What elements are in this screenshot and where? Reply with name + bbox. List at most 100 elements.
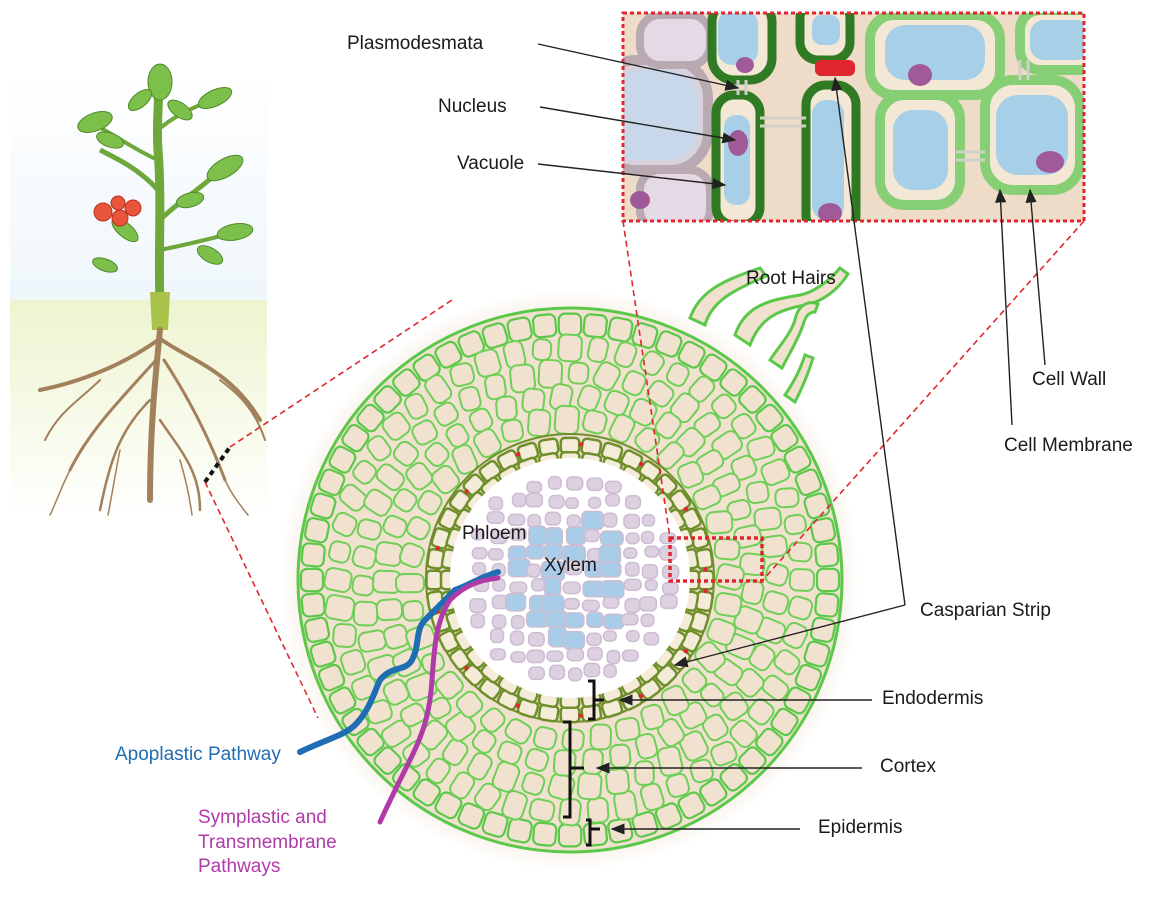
phloem-cell [603, 597, 618, 608]
cortex-cell [775, 488, 799, 508]
phloem-cell [645, 546, 659, 557]
vacuole-label: Vacuole [457, 154, 524, 173]
epidermis-label: Epidermis [818, 818, 902, 837]
xylem-cell [587, 612, 603, 627]
phloem-cell [511, 631, 524, 645]
phloem-cell [549, 477, 562, 490]
casparian-mark [465, 489, 469, 493]
phloem-cell [661, 595, 677, 609]
cortex-cell [354, 601, 378, 625]
phloem-cell [644, 633, 659, 645]
cortex-cell [527, 409, 550, 437]
phloem-cell [603, 631, 616, 641]
root-hairs-label: Root Hairs [746, 269, 836, 288]
phloem-cell [643, 565, 658, 579]
phloem-cell [493, 615, 506, 628]
cortex-cell [528, 798, 555, 823]
cortex-cell [324, 594, 355, 622]
casparian-mark [684, 649, 688, 653]
casparian-strip-detail [815, 60, 855, 76]
xylem-cell [604, 614, 624, 628]
xylem-cell [601, 531, 624, 545]
phloem-cell [569, 668, 582, 681]
xylem-cell [527, 545, 544, 559]
cortex-cell [577, 772, 602, 800]
cortex-label: Cortex [880, 757, 936, 776]
phloem-cell [547, 651, 563, 661]
plant-stem [157, 80, 160, 305]
phloem-cell [583, 600, 600, 611]
cortex-cell [402, 600, 424, 621]
cortex-cell [562, 729, 585, 752]
phloem-cell [607, 651, 619, 664]
cortex-cell [788, 542, 812, 562]
casparian-mark [703, 589, 707, 593]
phloem-cell [567, 515, 580, 527]
cortex-cell [714, 538, 740, 560]
root-crown [150, 292, 170, 330]
cortex-cell [635, 761, 654, 785]
cortex-cell [746, 481, 770, 504]
phloem-cell [589, 497, 601, 508]
endodermis-cell [561, 438, 579, 453]
phloem-cell [487, 512, 504, 523]
phloem-cell [642, 515, 654, 526]
cortex-cell [554, 405, 579, 434]
endodermis-label: Endodermis [882, 689, 983, 708]
phloem-cell [470, 599, 486, 613]
phloem-cell [489, 549, 504, 560]
phloem-cell [660, 546, 677, 560]
plant-illustration [10, 64, 267, 520]
phloem-cell [473, 563, 486, 575]
cortex-cell [590, 724, 611, 749]
phloem-cell [566, 498, 579, 509]
phloem-cell [510, 582, 527, 593]
phloem-cell [626, 563, 639, 577]
apoplastic-pathway-label: Apoplastic Pathway [115, 745, 281, 764]
phloem-cell [606, 481, 622, 493]
cortex-cell [496, 396, 517, 421]
phloem-cell [511, 652, 525, 662]
cortex-cell [352, 575, 375, 597]
endodermis-cell [427, 571, 442, 589]
cortex-cell [706, 511, 733, 534]
casparian-mark [703, 567, 707, 571]
phloem-cell [527, 650, 544, 663]
casparian-strip-label: Casparian Strip [920, 601, 1051, 620]
phloem-cell [526, 494, 542, 507]
phloem-cell [626, 496, 641, 509]
cortex-cell [333, 624, 356, 648]
zoom-detail-panel [598, 0, 1100, 235]
phloem-cell [606, 494, 620, 506]
phloem-cell [584, 663, 600, 676]
phloem-cell [604, 665, 616, 677]
cortex-cell [501, 418, 525, 442]
cortex-cell [532, 339, 551, 361]
phloem-cell [527, 482, 542, 493]
phloem-cell [529, 667, 544, 679]
phloem-cell [663, 583, 679, 594]
xylem-cell [601, 581, 624, 599]
casparian-mark [516, 703, 520, 707]
xylem-cell [563, 632, 584, 649]
casparian-mark [684, 507, 688, 511]
phloem-cell [549, 496, 564, 509]
casparian-mark [436, 546, 440, 550]
phloem-cell [512, 616, 525, 629]
phloem-cell [626, 533, 639, 544]
cortex-cell [449, 362, 476, 388]
cortex-cell [357, 629, 387, 653]
cortex-cell [375, 541, 404, 567]
xylem-label: Xylem [544, 556, 597, 575]
phloem-cell [471, 614, 484, 628]
phloem-cell [532, 579, 545, 591]
phloem-label: Phloem [462, 524, 526, 543]
phloem-cell [645, 580, 657, 591]
phloem-cell [527, 564, 540, 577]
phloem-cell [640, 597, 657, 611]
casparian-mark [516, 452, 520, 456]
casparian-mark [639, 694, 643, 698]
symplastic-pathway-label: Symplastic and Transmembrane Pathways [198, 806, 337, 880]
cell-membrane-label: Cell Membrane [1004, 436, 1133, 455]
